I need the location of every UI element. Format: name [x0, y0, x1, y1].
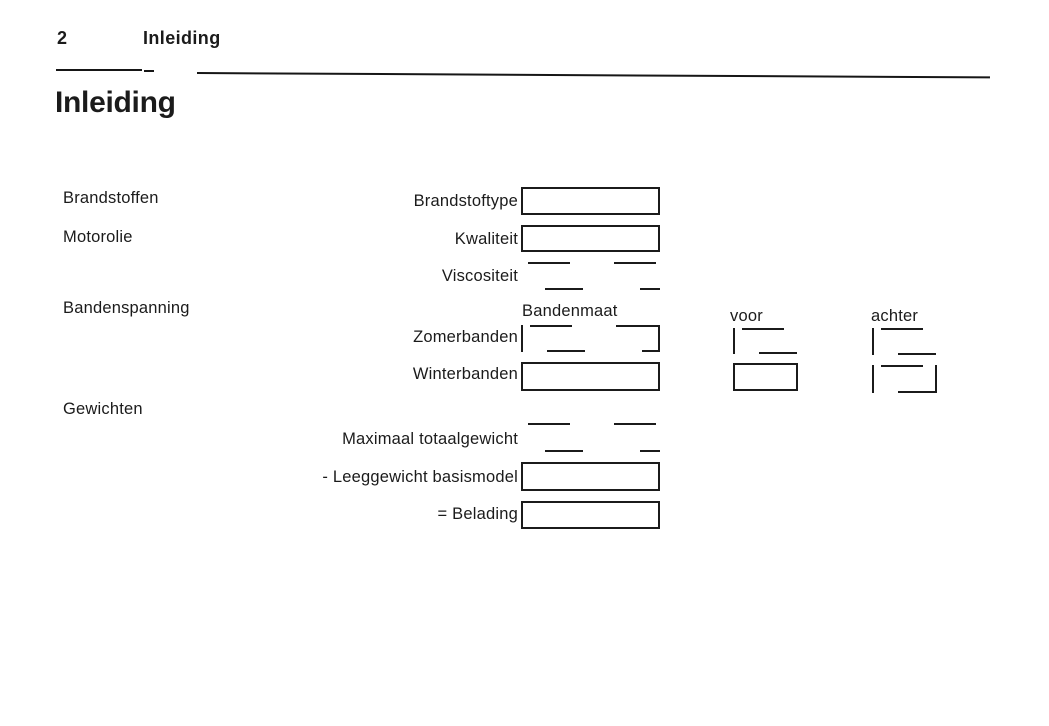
fuel-type-field[interactable]: [521, 187, 660, 215]
winter-front-field[interactable]: [733, 363, 798, 391]
section-label-tyre-pressure: Bandenspanning: [63, 299, 190, 317]
viscosity-label: Viscositeit: [441, 267, 518, 285]
page-number: 2: [57, 28, 68, 48]
header-rule-segment: [56, 69, 142, 71]
winter-tyres-label: Winterbanden: [412, 365, 518, 383]
running-head: Inleiding: [143, 28, 221, 48]
payload-label: = Belading: [437, 505, 518, 523]
winter-size-field[interactable]: [521, 362, 660, 391]
max-total-weight-field[interactable]: [521, 423, 660, 452]
summer-front-field[interactable]: [733, 328, 798, 354]
page-title: Inleiding: [55, 86, 176, 119]
max-total-weight-label: Maximaal totaalgewicht: [342, 430, 518, 448]
column-header-front: voor: [730, 307, 763, 325]
kerb-weight-label: - Leeggewicht basismodel: [322, 468, 518, 486]
section-label-fuels: Brandstoffen: [63, 189, 159, 207]
payload-field[interactable]: [521, 501, 660, 529]
quality-label: Kwaliteit: [454, 230, 518, 248]
header-rule-segment: [196, 72, 990, 79]
header-rule-segment: [144, 70, 154, 72]
kerb-weight-field[interactable]: [521, 462, 660, 491]
summer-tyres-label: Zomerbanden: [413, 328, 518, 346]
quality-field[interactable]: [521, 225, 660, 252]
summer-size-field[interactable]: [521, 325, 660, 352]
fuel-type-label: Brandstoftype: [413, 192, 518, 210]
section-label-engine-oil: Motorolie: [63, 228, 133, 246]
viscosity-field[interactable]: [521, 262, 660, 290]
summer-rear-field[interactable]: [872, 328, 937, 355]
column-header-rear: achter: [871, 307, 919, 325]
column-header-tyre-size: Bandenmaat: [522, 302, 618, 320]
winter-rear-field[interactable]: [872, 365, 937, 393]
section-label-weights: Gewichten: [63, 400, 143, 418]
